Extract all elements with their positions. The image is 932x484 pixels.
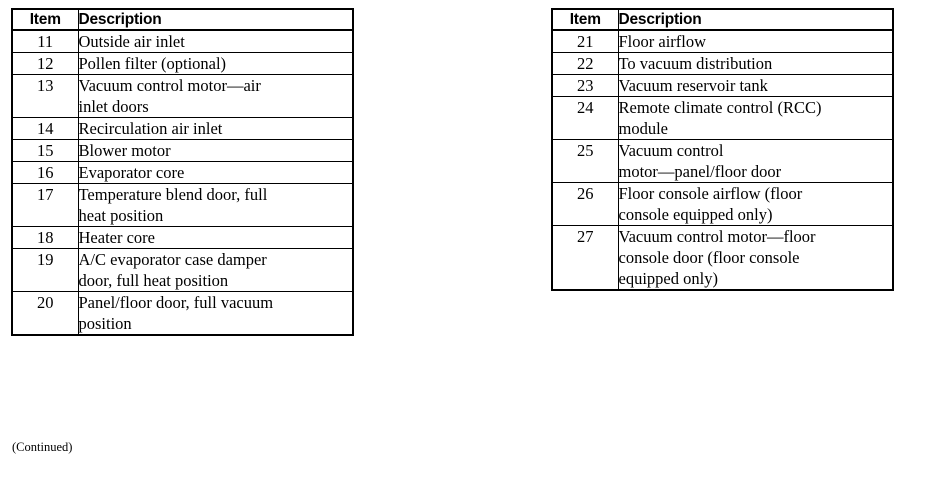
cell-item-description: Floor console airflow (floor console equ… (617, 182, 894, 226)
cell-item-number: 24 (551, 96, 619, 140)
cell-item-number: 22 (551, 52, 619, 75)
cell-item-description: Floor airflow (617, 29, 894, 53)
table-row: 17 Temperature blend door, full heat pos… (11, 183, 354, 227)
cell-item-description: Evaporator core (77, 161, 354, 184)
cell-item-number: 18 (11, 226, 79, 249)
table-row: 19 A/C evaporator case damper door, full… (11, 248, 354, 292)
cell-item-number: 12 (11, 52, 79, 75)
table-row: 16 Evaporator core (11, 161, 354, 184)
cell-item-number: 21 (551, 29, 619, 53)
column-header-description: Description (77, 8, 354, 31)
cell-item-description: To vacuum distribution (617, 52, 894, 75)
cell-item-description: Vacuum reservoir tank (617, 74, 894, 97)
table-header-row: Item Description (551, 8, 894, 31)
cell-item-number: 19 (11, 248, 79, 292)
table-row: 23 Vacuum reservoir tank (551, 74, 894, 97)
cell-item-number: 15 (11, 139, 79, 162)
cell-item-description: Vacuum control motor—panel/floor door (617, 139, 894, 183)
cell-item-number: 14 (11, 117, 79, 140)
cell-item-number: 26 (551, 182, 619, 226)
cell-item-description: Remote climate control (RCC) module (617, 96, 894, 140)
item-description-table-left: Item Description 11 Outside air inlet 12… (11, 8, 354, 336)
cell-item-number: 13 (11, 74, 79, 118)
column-header-item: Item (11, 8, 79, 31)
cell-item-description: Vacuum control motor—air inlet doors (77, 74, 354, 118)
cell-item-description: Recirculation air inlet (77, 117, 354, 140)
cell-item-description: Panel/floor door, full vacuum position (77, 291, 354, 336)
table-header-left: Item Description (11, 8, 354, 31)
cell-item-description: Outside air inlet (77, 29, 354, 53)
cell-item-description: Blower motor (77, 139, 354, 162)
cell-item-description: Temperature blend door, full heat positi… (77, 183, 354, 227)
table-row: 26 Floor console airflow (floor console … (551, 182, 894, 226)
cell-item-description: A/C evaporator case damper door, full he… (77, 248, 354, 292)
table-row: 21 Floor airflow (551, 29, 894, 53)
cell-item-number: 20 (11, 291, 79, 336)
table-row: 25 Vacuum control motor—panel/floor door (551, 139, 894, 183)
continued-note: (Continued) (12, 440, 73, 454)
table-body-right: 21 Floor airflow 22 To vacuum distributi… (551, 29, 894, 291)
column-header-item: Item (551, 8, 619, 31)
cell-item-description: Pollen filter (optional) (77, 52, 354, 75)
column-header-description: Description (617, 8, 894, 31)
table-row: 18 Heater core (11, 226, 354, 249)
cell-item-number: 11 (11, 29, 79, 53)
cell-item-description: Vacuum control motor—floor console door … (617, 225, 894, 291)
table-row: 14 Recirculation air inlet (11, 117, 354, 140)
table-row: 24 Remote climate control (RCC) module (551, 96, 894, 140)
cell-item-number: 27 (551, 225, 619, 291)
table-header-row: Item Description (11, 8, 354, 31)
table-row: 20 Panel/floor door, full vacuum positio… (11, 291, 354, 336)
table-row: 15 Blower motor (11, 139, 354, 162)
cell-item-number: 25 (551, 139, 619, 183)
cell-item-number: 17 (11, 183, 79, 227)
table-row: 13 Vacuum control motor—air inlet doors (11, 74, 354, 118)
table-body-left: 11 Outside air inlet 12 Pollen filter (o… (11, 29, 354, 336)
cell-item-number: 16 (11, 161, 79, 184)
cell-item-number: 23 (551, 74, 619, 97)
cell-item-description: Heater core (77, 226, 354, 249)
table-row: 11 Outside air inlet (11, 29, 354, 53)
item-description-table-right: Item Description 21 Floor airflow 22 To … (551, 8, 894, 291)
table-row: 22 To vacuum distribution (551, 52, 894, 75)
table-header-right: Item Description (551, 8, 894, 31)
table-row: 12 Pollen filter (optional) (11, 52, 354, 75)
table-row: 27 Vacuum control motor—floor console do… (551, 225, 894, 291)
